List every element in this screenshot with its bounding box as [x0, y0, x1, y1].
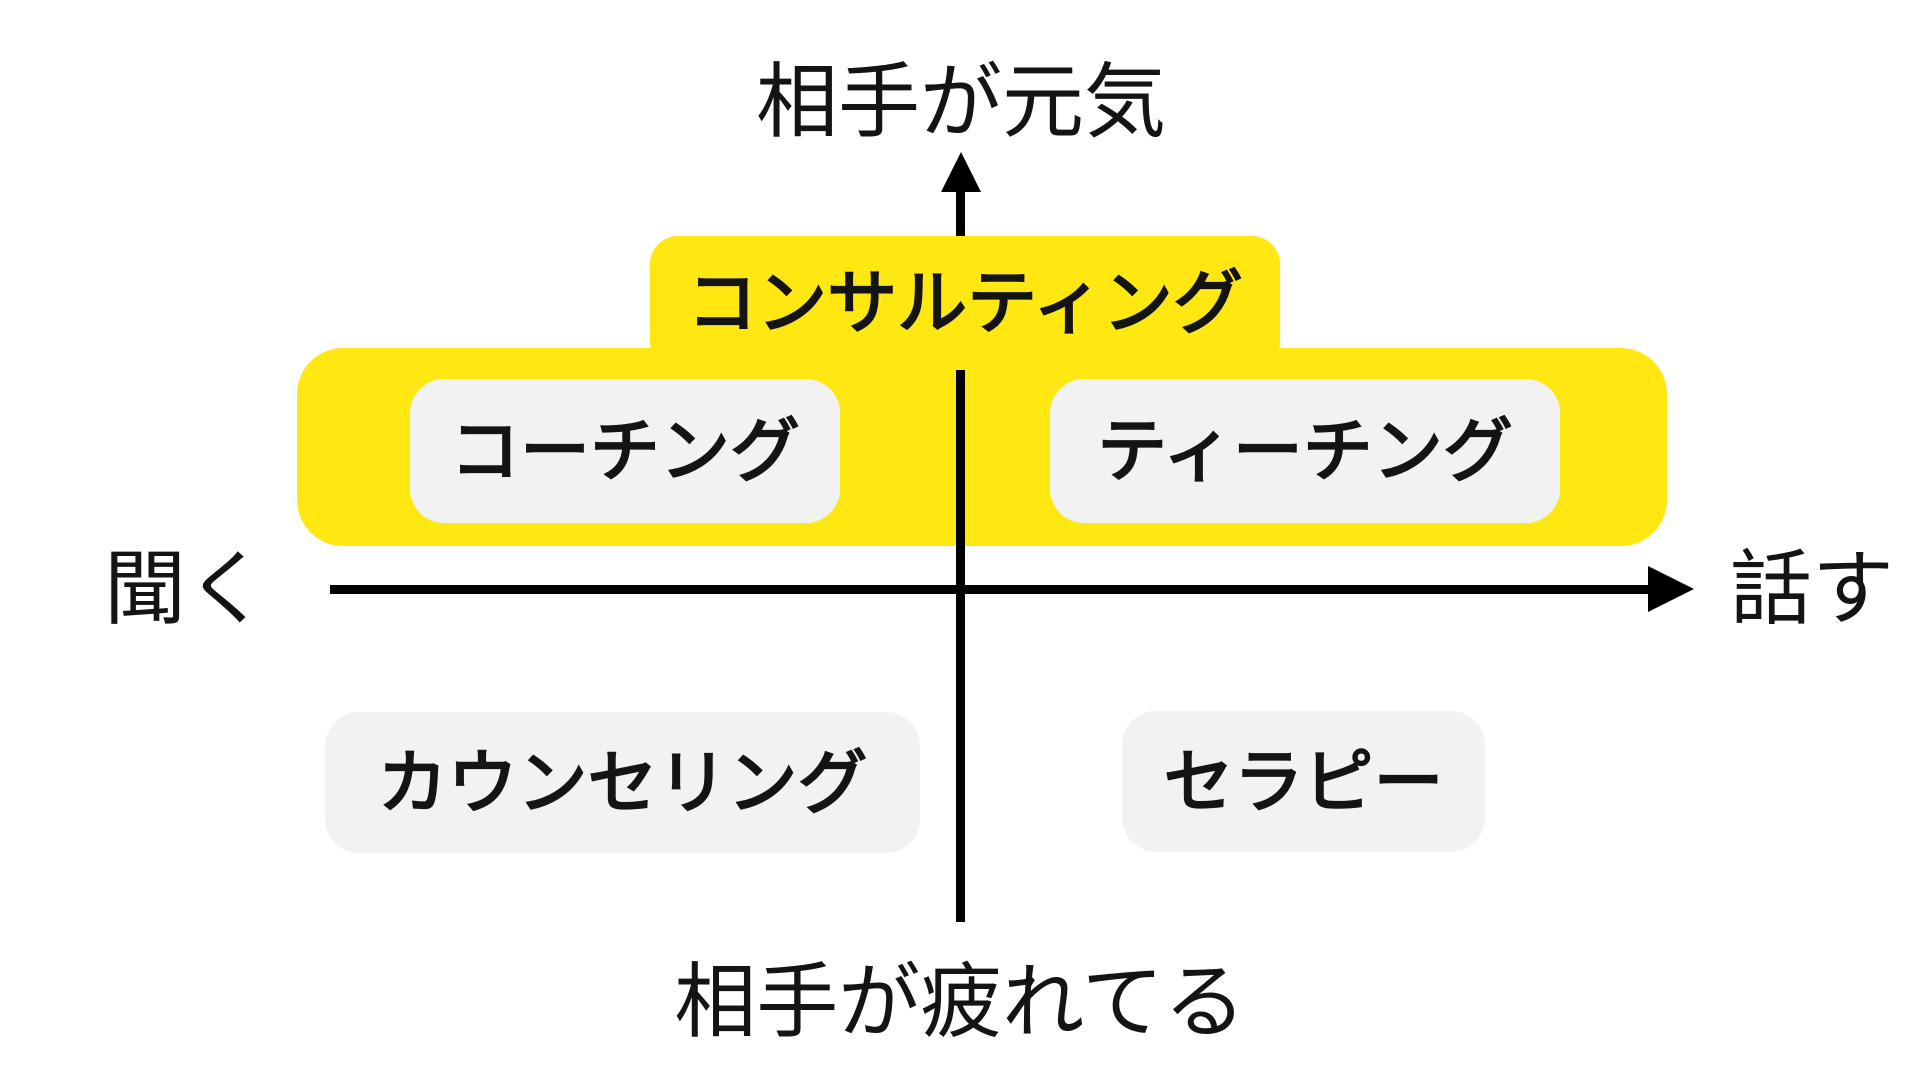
- axis-label-left: 聞く: [103, 544, 268, 635]
- node-label: ティーチング: [1097, 412, 1513, 490]
- node-teaching: ティーチング: [1050, 379, 1560, 523]
- axis-label-top: 相手が元気: [755, 57, 1167, 148]
- node-counseling: カウンセリング: [325, 712, 920, 853]
- up-arrow-icon: [941, 152, 981, 192]
- right-arrow-icon: [1648, 566, 1694, 612]
- node-label: コンサルティング: [687, 264, 1243, 342]
- node-consulting: コンサルティング: [650, 236, 1280, 370]
- axis-label-bottom: 相手が疲れてる: [674, 957, 1246, 1048]
- node-label: カウンセリング: [377, 743, 868, 822]
- node-label: セラピー: [1163, 742, 1444, 821]
- axis-label-right: 話す: [1730, 544, 1895, 635]
- node-coaching: コーチング: [410, 379, 840, 523]
- y-axis-line: [956, 186, 965, 922]
- node-therapy: セラピー: [1122, 711, 1485, 852]
- x-axis-line: [330, 585, 1648, 594]
- node-label: コーチング: [450, 412, 800, 490]
